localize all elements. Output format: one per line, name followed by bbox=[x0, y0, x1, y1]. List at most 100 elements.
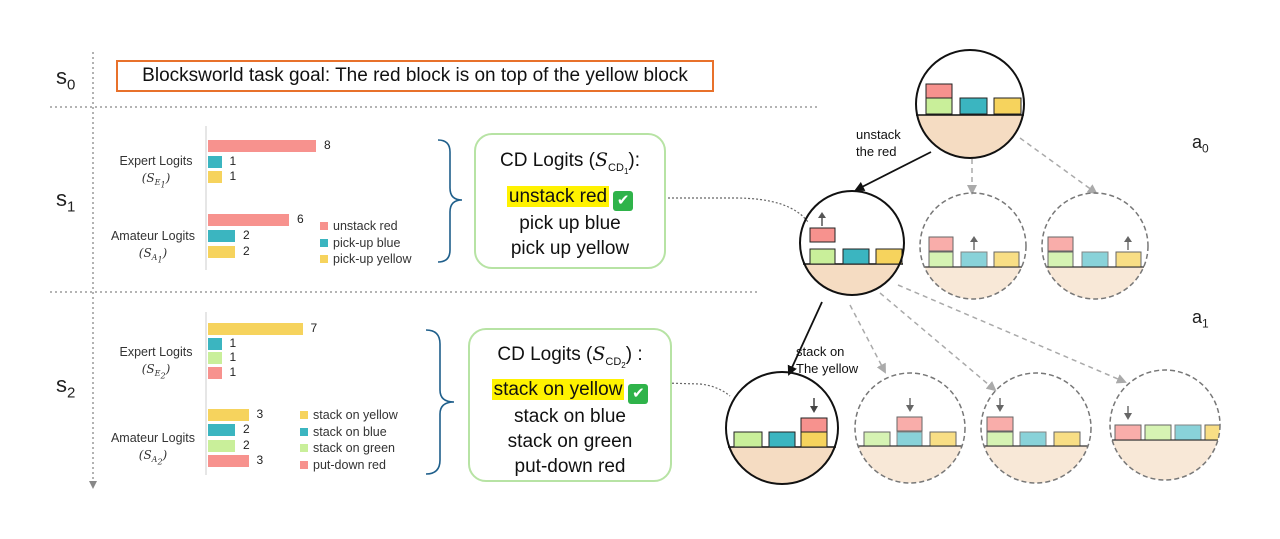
bar-value-label: 2 bbox=[243, 422, 250, 437]
tree-node-unstack-red bbox=[799, 190, 905, 296]
bar-put-down-red bbox=[208, 454, 249, 467]
tree-node-stack-on-green bbox=[980, 372, 1092, 484]
edge-s1-to-stackyellow bbox=[787, 301, 823, 376]
bar-value-label: 3 bbox=[256, 407, 264, 421]
bar-pick-up-blue bbox=[208, 230, 235, 242]
edge-s1-to-putdown bbox=[897, 284, 1127, 384]
s2-amateur-math: (SA2) bbox=[138, 448, 168, 467]
bar-value-label: 2 bbox=[243, 437, 250, 452]
edge-root-to-unstack bbox=[854, 151, 932, 191]
s1-expert-math: (SE1) bbox=[141, 171, 171, 190]
cd-item-selected: unstack red✔ bbox=[476, 184, 664, 211]
bar-unstack-red bbox=[208, 214, 289, 226]
edge-root-to-pickyellow bbox=[1019, 137, 1098, 195]
bar-value-label: 1 bbox=[229, 335, 237, 350]
bar-put-down-red bbox=[208, 367, 222, 380]
edge-s1-to-stackblue bbox=[849, 304, 886, 374]
s1-cd-title: CD Logits (SCD1): bbox=[499, 149, 640, 176]
state-label-s0: s0 bbox=[56, 64, 76, 94]
cd-item: pick up blue bbox=[519, 212, 621, 234]
s2-legend: stack on yellow stack on blue stack on g… bbox=[300, 407, 398, 473]
cd-item-selected: stack on yellow✔ bbox=[470, 377, 670, 404]
cd-item: put-down red bbox=[514, 455, 626, 477]
state-label-s1: s1 bbox=[56, 186, 76, 216]
block-blue bbox=[768, 431, 796, 448]
tree-node-root bbox=[915, 49, 1025, 159]
block-green bbox=[925, 97, 953, 115]
s2-curly-brace bbox=[425, 329, 455, 475]
legend-item: pick-up yellow bbox=[320, 251, 412, 268]
s1-expert-label: Expert Logits (SE1) bbox=[108, 153, 204, 194]
bar-stack-on-yellow bbox=[208, 409, 249, 421]
bar-value-label: 1 bbox=[229, 169, 237, 183]
s1-curly-brace bbox=[437, 139, 463, 263]
bar-pick-up-yellow bbox=[208, 171, 222, 183]
s1-legend: unstack red pick-up blue pick-up yellow bbox=[320, 218, 412, 268]
tree-node-pickup-yellow bbox=[1041, 192, 1149, 300]
legend-item: pick-up blue bbox=[320, 235, 412, 252]
bar-value-label: 3 bbox=[256, 452, 264, 467]
s2-cd-logits-box: CD Logits (SCD2) : stack on yellow✔ stac… bbox=[468, 328, 672, 482]
legend-item: stack on yellow bbox=[300, 407, 398, 424]
legend-swatch-yellow bbox=[320, 255, 328, 264]
bar-value-label: 1 bbox=[229, 365, 237, 380]
block-green bbox=[809, 248, 836, 265]
state-axis-arrowhead bbox=[89, 481, 97, 489]
tree-node-pickup-blue bbox=[919, 192, 1027, 300]
cd-item: stack on blue bbox=[514, 405, 626, 427]
s2-expert-math: (SE2) bbox=[141, 362, 171, 381]
tree-node-stack-on-blue bbox=[854, 372, 966, 484]
legend-item: put-down red bbox=[300, 457, 398, 474]
s2-cd-title: CD Logits (SCD2) : bbox=[497, 343, 643, 370]
block-yellow bbox=[800, 431, 828, 448]
bar-pick-up-yellow bbox=[208, 246, 235, 258]
edge-s1-to-stackgreen bbox=[879, 292, 997, 392]
s2-amateur-label: Amateur Logits (SA2) bbox=[98, 430, 208, 471]
s2-expert-label: Expert Logits (SE2) bbox=[108, 344, 204, 385]
bar-value-label: 1 bbox=[229, 350, 237, 365]
legend-item: unstack red bbox=[320, 218, 412, 235]
legend-swatch-yellow bbox=[300, 411, 308, 420]
task-goal-box: Blocksworld task goal: The red block is … bbox=[116, 60, 714, 92]
legend-swatch-blue bbox=[320, 238, 328, 247]
legend-item: stack on green bbox=[300, 440, 398, 457]
cd-item: pick up yellow bbox=[510, 237, 630, 259]
block-yellow bbox=[875, 248, 903, 265]
bar-pick-up-blue bbox=[208, 155, 222, 168]
bar-stack-on-green bbox=[208, 352, 222, 365]
checkmark-icon: ✔ bbox=[613, 190, 634, 211]
bar-value-label: 2 bbox=[243, 228, 250, 242]
bar-value-label: 8 bbox=[324, 138, 331, 152]
s1-cd-logits-box: CD Logits (SCD1): unstack red✔ pick up b… bbox=[474, 133, 666, 269]
block-red bbox=[809, 227, 836, 243]
block-red bbox=[800, 417, 828, 433]
s1-amateur-label: Amateur Logits (SA1) bbox=[98, 228, 208, 269]
tree-node-stack-on-yellow bbox=[725, 371, 839, 485]
bar-value-label: 1 bbox=[229, 153, 237, 168]
action-label-a0: a0 bbox=[1192, 132, 1209, 156]
task-goal-text: Blocksworld task goal: The red block is … bbox=[142, 65, 688, 86]
s1-amateur-math: (SA1) bbox=[138, 246, 168, 265]
bar-stack-on-blue bbox=[208, 337, 222, 350]
action-label-a1: a1 bbox=[1192, 307, 1209, 331]
block-blue bbox=[842, 248, 870, 265]
legend-swatch-red bbox=[300, 460, 308, 469]
bar-stack-on-green bbox=[208, 439, 235, 452]
legend-swatch-red bbox=[320, 222, 328, 231]
tree-node-putdown-red bbox=[1109, 369, 1221, 481]
s1-connector bbox=[660, 197, 809, 223]
state-label-s2: s2 bbox=[56, 372, 76, 402]
block-red bbox=[925, 83, 953, 99]
bar-value-label: 2 bbox=[243, 244, 250, 258]
block-yellow bbox=[993, 97, 1022, 115]
s2-connector bbox=[663, 382, 731, 397]
bar-value-label: 6 bbox=[297, 212, 304, 226]
legend-item: stack on blue bbox=[300, 424, 398, 441]
bar-value-label: 7 bbox=[310, 321, 318, 335]
legend-swatch-blue bbox=[300, 427, 308, 436]
block-blue bbox=[959, 97, 988, 115]
bar-unstack-red bbox=[208, 140, 316, 152]
